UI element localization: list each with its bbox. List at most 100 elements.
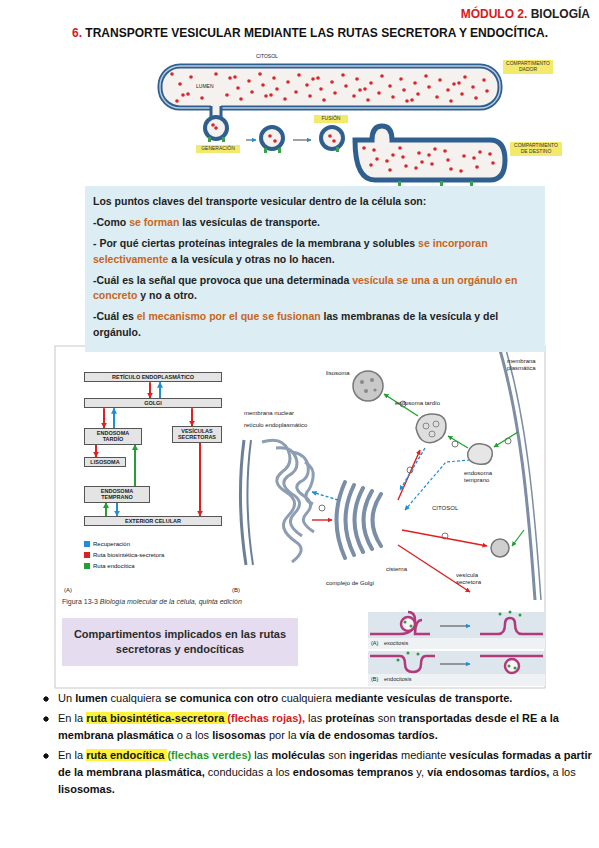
text-run: SECRETORA [381, 26, 459, 40]
text-run: LISOSOMA [90, 459, 119, 465]
text-run: endocítica [110, 749, 167, 761]
text-run: (flechas [227, 712, 272, 724]
text-run: y, [416, 766, 427, 778]
text-run: claves [153, 195, 188, 207]
text-run: GENERACIÓN [201, 145, 235, 151]
text-run: a [165, 289, 174, 301]
text-run: puntos [115, 195, 153, 207]
text-run: rutas [259, 628, 286, 640]
text-run: por [209, 310, 229, 322]
text-run: ruta [86, 749, 110, 761]
text-run: la [180, 253, 192, 265]
text-run: se [262, 310, 277, 322]
legend-swatch [84, 563, 90, 569]
text-run: COMPARTIMENTO [506, 60, 550, 66]
text-run: orgánulo. [93, 326, 141, 338]
text-run: hacen. [301, 253, 334, 265]
text-run: otro. [174, 289, 197, 301]
node-text: -Como se forman las vesículas de transpo… [93, 215, 537, 230]
text-run: implicados [164, 628, 225, 640]
text-run: mecanismo [148, 310, 209, 322]
text-run: LAS [310, 26, 337, 40]
text-run: RUTAS [337, 26, 381, 40]
text-run: vesícula [456, 572, 478, 578]
text-run: Un [58, 692, 75, 704]
text-run: del [188, 195, 206, 207]
text-run: y [474, 310, 483, 322]
text-run: conducidas [208, 766, 267, 778]
text-run: MEDIANTE [244, 26, 310, 40]
text-run: es [122, 274, 137, 286]
text-run: vesículas [449, 749, 502, 761]
text-run: membrana [244, 410, 274, 416]
text-run: vesículas [386, 692, 439, 704]
text-run: no [273, 253, 289, 265]
text-run: TARDÍO [103, 436, 124, 442]
compartment-box: GOLGI [84, 398, 222, 408]
text-run: tardío [425, 400, 440, 406]
text-run: endocitosis [384, 676, 412, 682]
text-run: GOLGI [144, 400, 162, 406]
text-run: célula [371, 195, 404, 207]
text-run: transporte. [265, 216, 320, 228]
node-text: Los puntos claves del transporte vesicul… [93, 194, 537, 209]
text-run: a [186, 729, 195, 741]
compartment-box: RETÍCULO ENDOPLASMÁTICO [84, 372, 222, 382]
text-run: de [58, 766, 74, 778]
node-text: Compartimentos implicados en las rutas s… [72, 627, 288, 657]
text-run: membrana [86, 766, 145, 778]
step-tag: FUSIÓN [314, 115, 348, 123]
text-run: (A) [371, 640, 378, 646]
text-run: los [276, 766, 293, 778]
part-label: endosoma tardío [395, 400, 445, 407]
compartment-box: LISOSOMA [84, 457, 126, 467]
text-run: mediante [335, 692, 386, 704]
compartment-box: VESÍCULAS SECRETORAS [172, 426, 222, 443]
text-run: dentro [309, 195, 345, 207]
text-run: las [324, 310, 342, 322]
text-run: el [137, 310, 149, 322]
text-run: plasmática [507, 365, 536, 371]
compartment-box: EXTERIOR CELULAR [84, 516, 222, 526]
region-label: CITOSOL [432, 505, 462, 512]
part-label: membrana plasmática [507, 358, 544, 372]
text-run: la [288, 729, 300, 741]
text-run: Los [93, 195, 115, 207]
text-run: CELULAR [155, 518, 181, 524]
text-run: transportadas [399, 712, 475, 724]
text-run: (flechas [167, 749, 212, 761]
figure-frame [55, 346, 545, 688]
text-run: biosintética-secretora [107, 552, 164, 558]
part-label: endosoma temprano [464, 470, 504, 484]
text-run: COMPARTIMENTO [514, 142, 558, 148]
text-run: transporte. [455, 692, 512, 704]
text-run: VESICULAR [171, 26, 244, 40]
text-run: y [140, 289, 149, 301]
text-run: BIOLOGÍA [531, 7, 590, 21]
text-run: se [164, 692, 179, 704]
text-run: las [254, 749, 271, 761]
part-label: cisterna [386, 566, 416, 573]
text-run: orgánulo [457, 274, 505, 286]
text-run: (B) [371, 676, 378, 682]
text-run: TRANSPORTE [85, 26, 171, 40]
text-run: En [58, 749, 75, 761]
text-run: exocitosis [384, 640, 408, 646]
flow-arrow [199, 443, 201, 516]
text-run: biosintética-secretora [110, 712, 227, 724]
text-run: Recuperación [93, 541, 130, 547]
text-run: 6. [72, 26, 85, 40]
text-run: lo [289, 253, 301, 265]
legend-text: Ruta endocítica [93, 562, 135, 570]
text-run: SECRETORAS [178, 434, 216, 440]
text-run: concreto [93, 289, 140, 301]
text-run: que [178, 274, 200, 286]
text-run: señal [148, 274, 178, 286]
text-run: endoplasmático [265, 422, 307, 428]
text-run: el [229, 310, 241, 322]
text-run: partir [564, 749, 592, 761]
legend-text: Recuperación [93, 540, 130, 548]
text-run: TEMPRANO [101, 494, 132, 500]
text-run: Biología [100, 598, 127, 605]
